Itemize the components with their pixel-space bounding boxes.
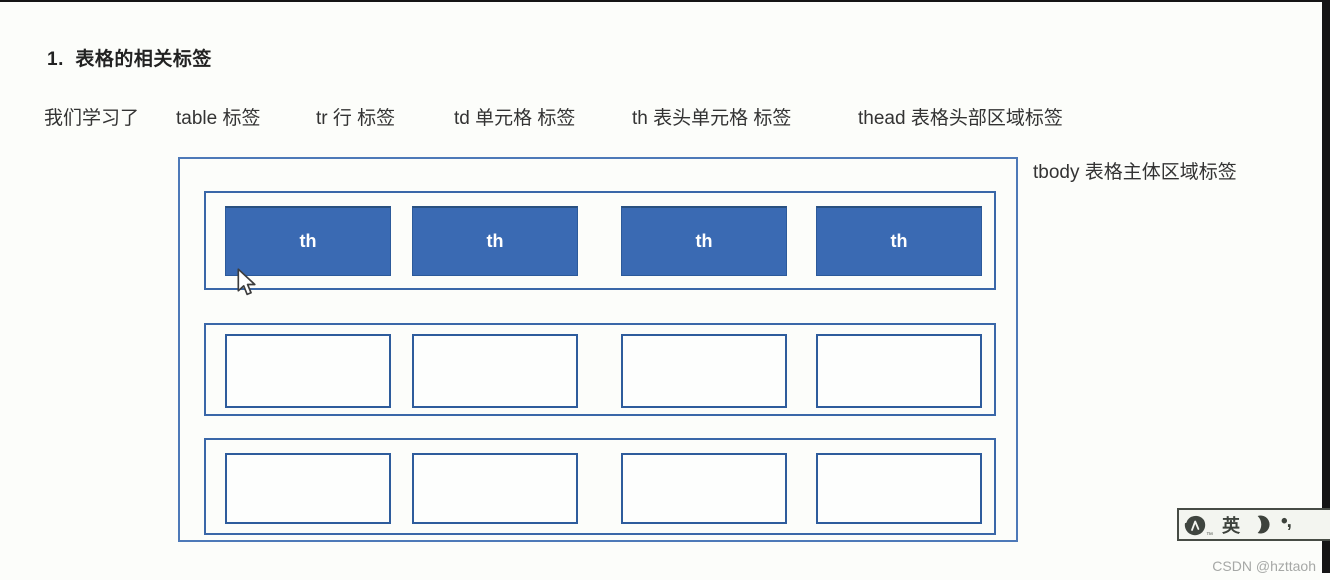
- screen-top-edge: [0, 0, 1330, 2]
- td-cell: [412, 334, 578, 408]
- td-cell: [225, 334, 391, 408]
- tag-label-table: table 标签: [176, 108, 261, 129]
- th-cell: th: [225, 206, 391, 276]
- td-cell: [621, 453, 787, 524]
- th-cell: th: [412, 206, 578, 276]
- th-cell: th: [816, 206, 982, 276]
- trademark-symbol: ™: [1206, 531, 1213, 539]
- tag-label-tbody: tbody 表格主体区域标签: [1033, 162, 1237, 183]
- intro-text: 我们学习了: [44, 108, 140, 129]
- csdn-watermark: CSDN @hzttaoh: [1212, 558, 1316, 574]
- table-diagram-outer-box: th th th th: [178, 157, 1018, 542]
- td-cell: [816, 334, 982, 408]
- mouse-cursor-icon: [237, 268, 256, 296]
- ime-language-mode-button[interactable]: 英: [1222, 515, 1240, 536]
- tbody-row-box: [204, 438, 996, 535]
- sogou-ime-logo-icon[interactable]: ™: [1183, 512, 1213, 539]
- tbody-row-box: [204, 323, 996, 416]
- tag-label-thead: thead 表格头部区域标签: [858, 108, 1063, 129]
- half-width-moon-icon[interactable]: [1251, 515, 1270, 534]
- chinese-punctuation-icon[interactable]: •,: [1281, 510, 1292, 532]
- ime-toolbar[interactable]: ™ 英 •,: [1177, 508, 1330, 541]
- tag-label-td: td 单元格 标签: [454, 108, 576, 129]
- th-cell: th: [621, 206, 787, 276]
- thead-row-box: th th th th: [204, 191, 996, 290]
- td-cell: [412, 453, 578, 524]
- td-cell: [816, 453, 982, 524]
- tag-label-tr: tr 行 标签: [316, 108, 396, 129]
- screen-right-edge: [1322, 0, 1330, 573]
- td-cell: [621, 334, 787, 408]
- tag-label-th: th 表头单元格 标签: [632, 108, 792, 129]
- td-cell: [225, 453, 391, 524]
- page-title: 1. 表格的相关标签: [47, 49, 212, 70]
